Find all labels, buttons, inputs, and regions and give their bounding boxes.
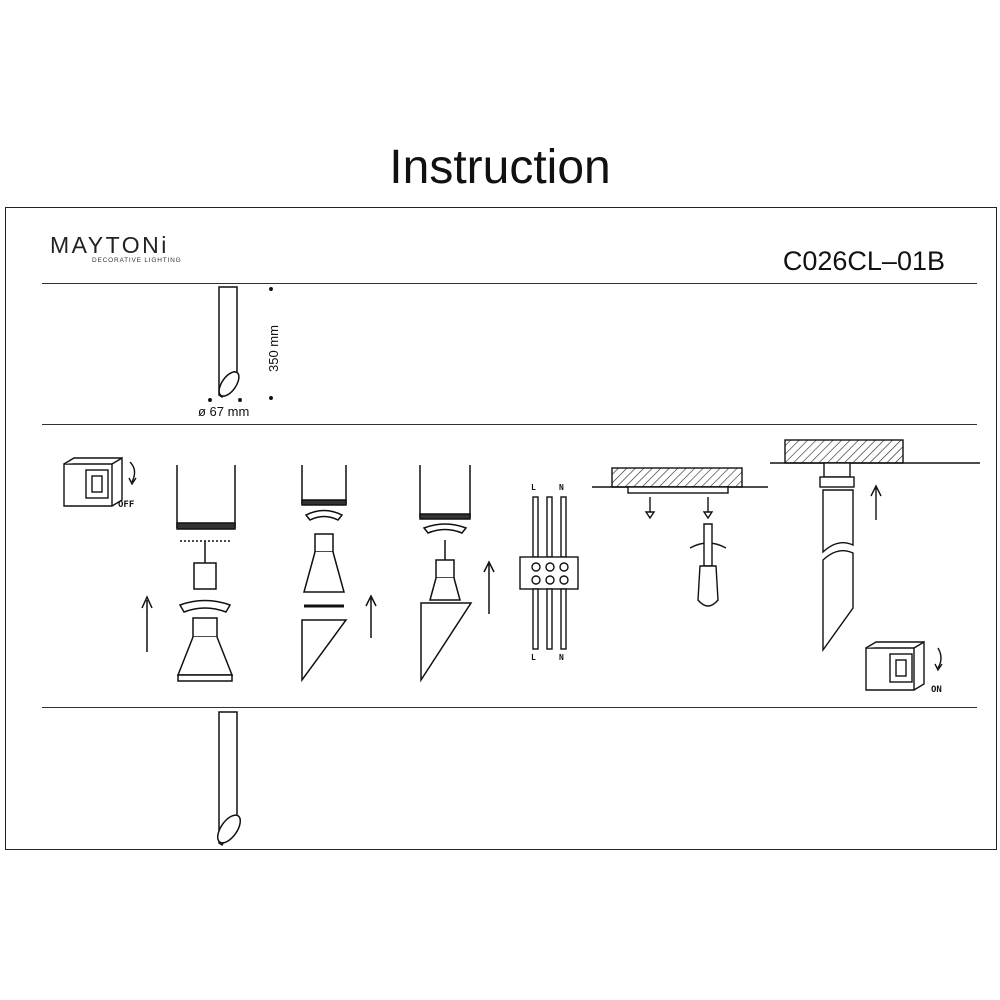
switch-on-icon	[865, 640, 943, 691]
divider-bottom	[42, 707, 977, 708]
switch-on-label: ON	[931, 685, 942, 695]
terminal-block-icon	[519, 496, 579, 650]
divider-top	[42, 283, 977, 284]
step-6-installed-lamp	[770, 439, 980, 653]
lamp-overview-icon	[208, 286, 273, 402]
step-2-reflector	[301, 465, 377, 683]
switch-off-label: OFF	[118, 500, 135, 510]
step-1-bulb-install	[141, 465, 236, 682]
step-5-ceiling-mount	[592, 467, 768, 607]
brand-tagline: DECORATIVE LIGHTING	[92, 257, 182, 264]
lamp-final-icon	[216, 711, 242, 847]
terminal-bottom-n: N	[559, 653, 564, 662]
model-number: C026CL–01B	[782, 246, 945, 276]
instruction-frame	[5, 207, 997, 850]
switch-off-icon	[63, 456, 137, 507]
step-3-assembly	[419, 465, 495, 683]
terminal-bottom-l: L	[531, 653, 536, 662]
terminal-top-n: N	[559, 483, 564, 492]
divider-middle	[42, 424, 977, 425]
diameter-dimension: ø 67 mm	[198, 404, 250, 419]
brand-logo: MAYTONi	[50, 232, 169, 258]
page-title: Instruction	[389, 141, 611, 194]
terminal-top-l: L	[531, 483, 536, 492]
